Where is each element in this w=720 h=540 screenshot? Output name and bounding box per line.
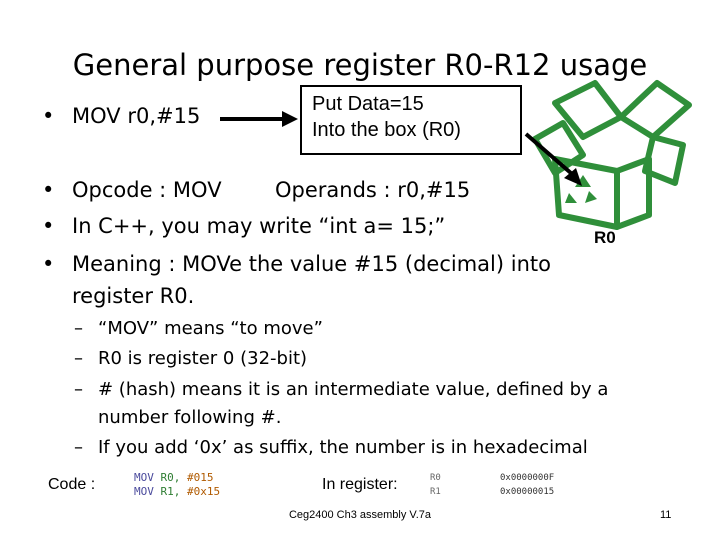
bullet-text: In C++, you may write “int a= 15;”	[72, 214, 446, 238]
bullet-text: MOV r0,#15	[72, 104, 201, 128]
diagonal-arrow-icon	[524, 132, 582, 186]
sub-bullet-mov: –“MOV” means “to move”	[74, 318, 323, 339]
register-name: R0	[430, 473, 441, 483]
bullet-cpp: • In C++, you may write “int a= 15;”	[42, 214, 445, 238]
page-number: 11	[660, 509, 672, 521]
code-snippet: MOV R0, #015 MOV R1, #0x15	[134, 471, 220, 499]
bullet-meaning: • Meaning : MOVe the value #15 (decimal) …	[42, 252, 551, 276]
sub-bullet-hash: –# (hash) means it is an intermediate va…	[74, 379, 608, 400]
register-value: 0x00000015	[500, 487, 555, 497]
slide-title: General purpose register R0-R12 usage	[72, 48, 648, 82]
bullet-dot: •	[42, 178, 55, 202]
code-register: R1,	[160, 485, 181, 498]
code-value: #0x15	[187, 485, 221, 498]
register-name: R1	[430, 487, 441, 497]
callout-line-1: Put Data=15	[312, 93, 424, 115]
recycle-box-icon	[532, 80, 692, 230]
slide-footer: Ceg2400 Ch3 assembly V.7a	[288, 509, 432, 521]
code-line: MOV R1, #0x15	[134, 485, 220, 499]
sub-dash: –	[74, 379, 83, 400]
register-label: In register:	[322, 476, 398, 493]
right-arrow-icon	[220, 111, 298, 127]
sub-text: If you add ‘0x’ as suffix, the number is…	[98, 437, 588, 458]
code-label: Code :	[48, 476, 96, 493]
box-label-r0: R0	[594, 228, 616, 247]
code-opcode: MOV	[134, 471, 154, 484]
bullet-meaning-cont: register R0.	[72, 284, 195, 308]
register-names: R0 R1	[430, 471, 441, 499]
callout-line-2: Into the box (R0)	[312, 119, 461, 141]
bullet-dot: •	[42, 104, 55, 128]
register-value: 0x0000000F	[500, 473, 555, 483]
bullet-text: Meaning : MOVe the value #15 (decimal) i…	[72, 252, 551, 276]
sub-bullet-r0: –R0 is register 0 (32-bit)	[74, 348, 307, 369]
sub-bullet-hex: –If you add ‘0x’ as suffix, the number i…	[74, 437, 588, 458]
sub-text: # (hash) means it is an intermediate val…	[98, 379, 609, 400]
bullet-text: Opcode : MOV Operands : r0,#15	[72, 178, 471, 202]
callout-box: Put Data=15 Into the box (R0)	[300, 85, 522, 155]
code-register: R0,	[160, 471, 181, 484]
sub-text: “MOV” means “to move”	[98, 318, 323, 339]
sub-bullet-hash-cont: number following #.	[98, 407, 282, 428]
code-line: MOV R0, #015	[134, 471, 220, 485]
sub-dash: –	[74, 437, 83, 458]
sub-dash: –	[74, 348, 83, 369]
code-value: #015	[187, 471, 214, 484]
bullet-dot: •	[42, 252, 55, 276]
code-opcode: MOV	[134, 485, 154, 498]
bullet-mov: • MOV r0,#15	[42, 104, 200, 128]
bullet-opcode: • Opcode : MOV Operands : r0,#15	[42, 178, 470, 202]
sub-dash: –	[74, 318, 83, 339]
register-values: 0x0000000F 0x00000015	[500, 471, 554, 499]
sub-text: R0 is register 0 (32-bit)	[98, 348, 308, 369]
bullet-dot: •	[42, 214, 55, 238]
